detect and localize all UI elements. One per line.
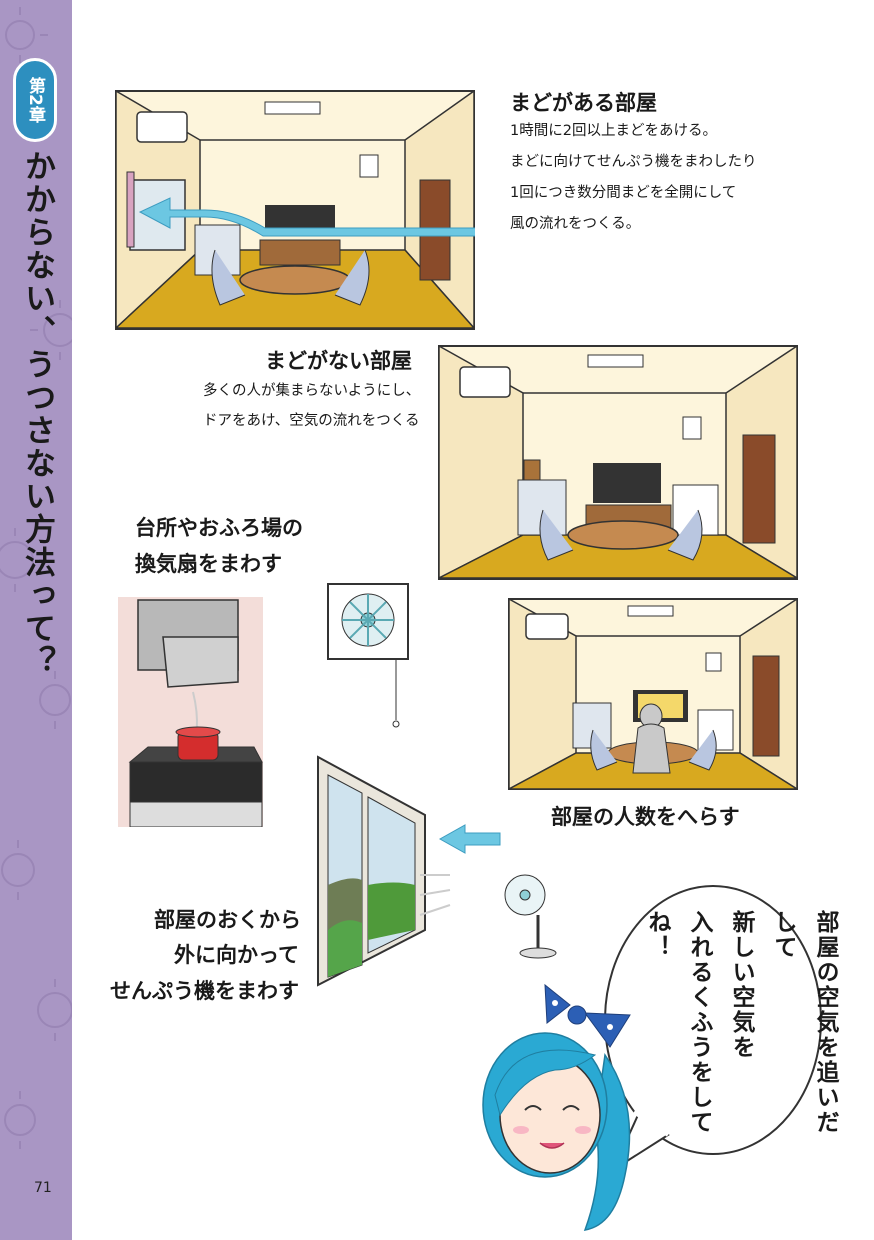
virus-pattern — [0, 7, 72, 1149]
room-without-window-illustration — [438, 345, 798, 580]
pot-icon — [175, 726, 221, 761]
character-girl — [482, 983, 631, 1231]
kitchen-illustration — [118, 583, 409, 827]
chapter-badge: 第2章 — [13, 58, 57, 142]
speech-bubble-text: 部屋の空気を追いだして 新しい空気を 入れるくふうをしてね！ — [644, 910, 838, 1135]
section-title-with-window: まどがある部屋 — [510, 91, 657, 115]
section-title-no-window: まどがない部屋 — [265, 349, 412, 373]
page-number: 71 — [34, 1180, 52, 1196]
chapter-title: かからない、うつさない方法って？ — [19, 150, 55, 678]
section-title-fewer-people: 部屋の人数をへらす — [551, 805, 740, 829]
chapter-sidebar: 第2章 かからない、うつさない方法って？ 71 — [0, 0, 72, 1240]
electric-fan-icon — [504, 874, 557, 959]
airflow-arrow-icon — [138, 197, 475, 237]
ventilation-fan-icon — [327, 583, 409, 728]
room-fewer-people-illustration — [508, 598, 798, 790]
room-with-window-illustration — [115, 90, 475, 330]
bow-icon — [544, 983, 631, 1048]
window-fan-illustration — [317, 755, 557, 987]
airflow-arrow-icon — [438, 824, 501, 854]
air-conditioner-icon — [136, 111, 188, 143]
air-conditioner-icon — [459, 366, 511, 398]
